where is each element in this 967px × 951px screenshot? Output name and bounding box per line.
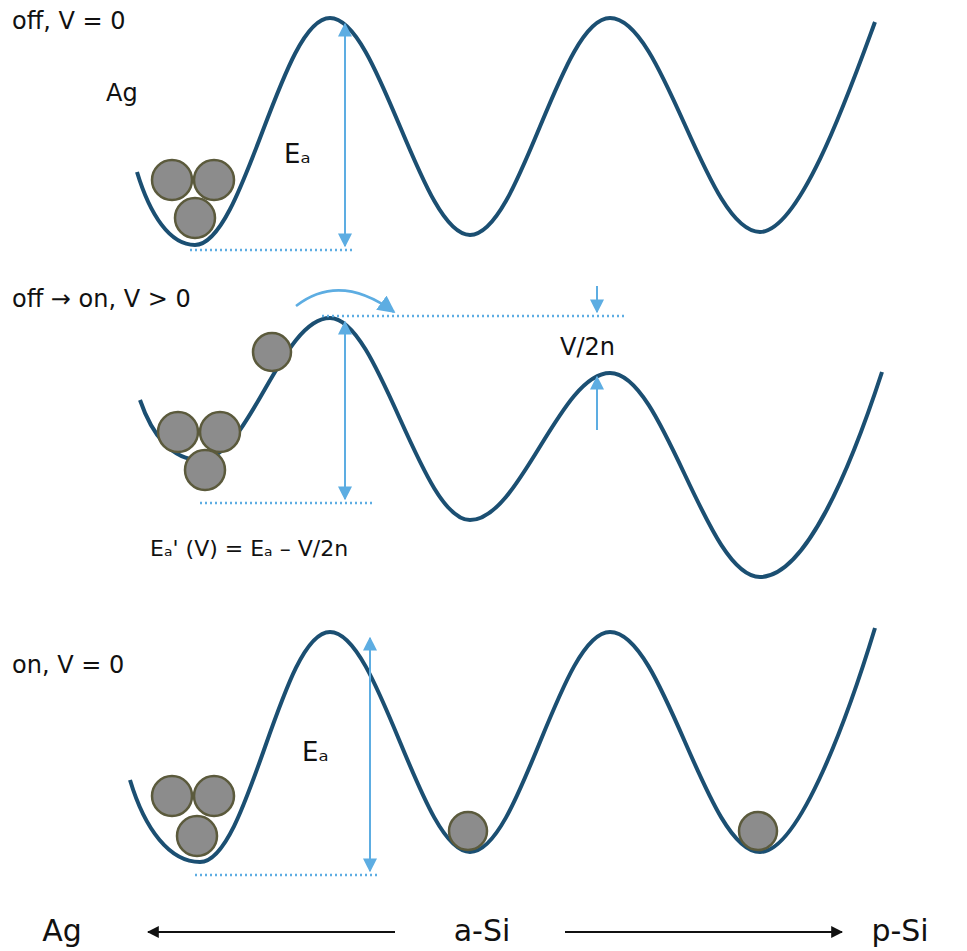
formula-label: Eₐ' (V) = Eₐ – V/2n xyxy=(148,537,350,561)
direction-arrow xyxy=(148,931,395,933)
hop-arrow xyxy=(296,290,394,312)
potential-curve xyxy=(137,18,875,245)
energy-arrow xyxy=(344,24,346,246)
ag-atoms xyxy=(152,160,234,238)
direction-arrow xyxy=(565,931,842,933)
baseline-dotted xyxy=(195,874,380,877)
ag-atoms xyxy=(158,333,291,490)
barrier-level-dotted xyxy=(322,315,625,318)
ag-atoms xyxy=(152,776,777,856)
potential-curve xyxy=(130,628,875,862)
material-label: p-Si xyxy=(869,914,930,947)
material-label: a-Si xyxy=(452,914,513,947)
state-label: off → on, V > 0 xyxy=(10,286,193,312)
energy-arrow xyxy=(344,322,346,499)
shift-arrow xyxy=(596,286,598,312)
state-label: off, V = 0 xyxy=(10,8,128,34)
baseline-dotted xyxy=(190,249,355,252)
baseline-dotted xyxy=(200,502,375,505)
material-label: Ag xyxy=(104,80,140,106)
energy-arrow xyxy=(369,638,371,871)
potential-curve xyxy=(140,318,882,577)
energy-label: V/2n xyxy=(558,334,617,360)
energy-label: Eₐ xyxy=(300,738,331,767)
energy-label: Eₐ xyxy=(282,140,313,169)
material-label: Ag xyxy=(40,914,84,947)
shift-arrow xyxy=(596,377,598,430)
state-label: on, V = 0 xyxy=(10,652,126,678)
